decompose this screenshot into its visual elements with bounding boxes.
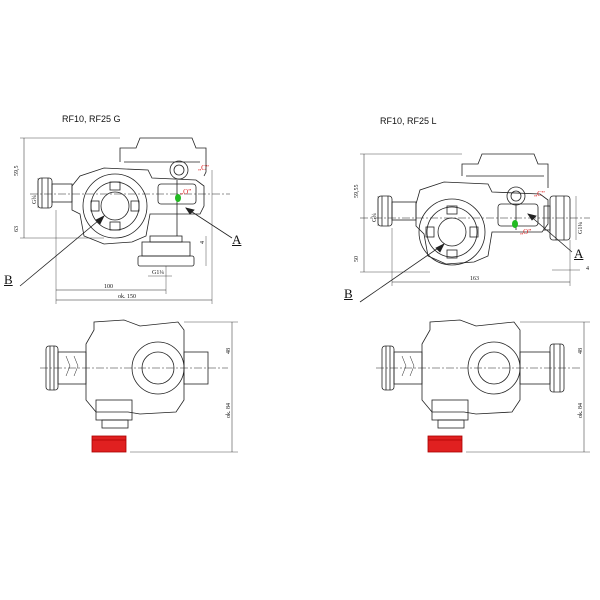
mark-b-left: B	[4, 272, 13, 287]
dim-100: 100	[104, 284, 113, 290]
valve-front-view-g	[19, 137, 233, 304]
dim-g34-left: G¾	[32, 195, 38, 204]
diagram-title-left: RF10, RF25 G	[62, 114, 121, 124]
dim-g114-left: G1¼	[152, 270, 164, 276]
dim-ok-84-left: ok. 84	[226, 403, 232, 418]
dim-4-left: 4	[200, 241, 206, 244]
dim-59-55: 59,55	[354, 184, 360, 199]
mark-a-right: A	[574, 246, 584, 261]
dim-48-right: 48	[578, 348, 584, 354]
dim-g114-right: G1¼	[578, 222, 584, 234]
dim-163: 163	[470, 276, 479, 282]
valve-side-view-right	[376, 319, 590, 453]
dim-ok-150: ok. 150	[118, 294, 136, 300]
dim-4-right: 4	[586, 266, 589, 272]
valve-side-view-left	[40, 319, 238, 453]
dim-48-left: 48	[226, 348, 232, 354]
mark-o-left: „O”	[180, 188, 192, 196]
dim-g34-right: G¾	[372, 213, 378, 222]
mark-c-left: „C”	[198, 164, 209, 172]
mark-b-right: B	[344, 286, 353, 301]
dim-50: 50	[354, 256, 360, 262]
mark-a-left: A	[232, 232, 242, 247]
mark-o-right: „O”	[520, 228, 532, 236]
dim-63: 63	[14, 226, 20, 232]
mark-c-right: „C”	[534, 190, 545, 198]
valve-front-view-l	[359, 153, 590, 303]
diagram-title-right: RF10, RF25 L	[380, 116, 437, 126]
dim-ok-84-right: ok. 84	[578, 403, 584, 418]
dim-59-5: 59,5	[14, 165, 20, 177]
